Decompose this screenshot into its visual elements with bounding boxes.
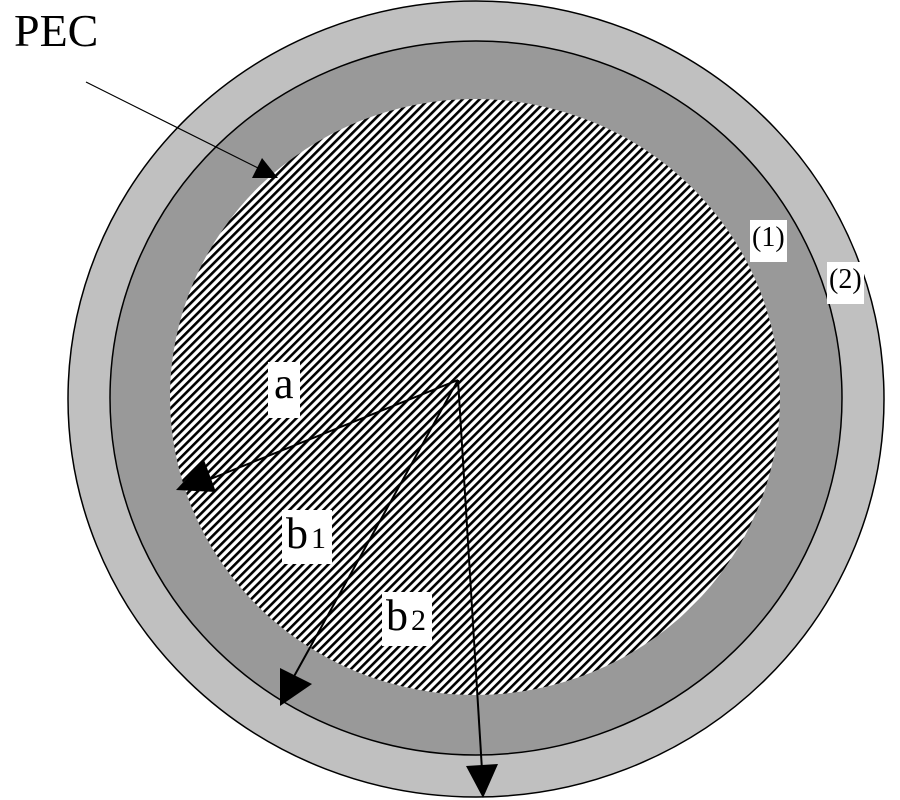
radius-b1-symbol: b	[286, 509, 308, 558]
radius-a-label: a	[268, 362, 300, 418]
pec-pointer-line	[85, 81, 263, 171]
layer-2-label: (2)	[827, 262, 864, 304]
radius-b2-arrowhead	[466, 764, 498, 798]
radius-a-line	[197, 379, 459, 485]
radius-a-symbol: a	[274, 359, 294, 408]
radius-b1-line	[291, 379, 459, 681]
radius-b1-arrowhead	[280, 668, 312, 706]
pec-label: PEC	[14, 5, 99, 56]
pec-core	[170, 99, 780, 695]
radius-b1-subscript: 1	[311, 522, 326, 555]
radius-b2-line	[457, 379, 483, 771]
radius-b2-symbol: b	[386, 591, 408, 640]
layer-1-label: (1)	[750, 220, 787, 262]
pec-pointer-arrowhead	[252, 158, 278, 178]
radius-a-arrowhead	[176, 460, 216, 492]
radius-b2-subscript: 2	[411, 604, 426, 637]
